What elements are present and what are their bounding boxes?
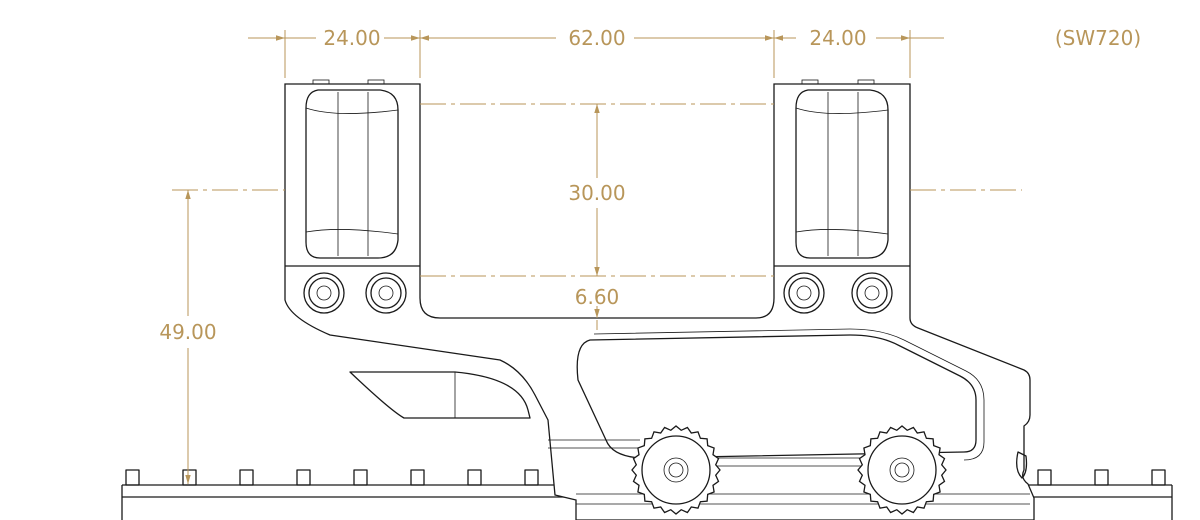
dim-label-center-height: 49.00 [159, 320, 216, 344]
dim-label-ring-spacing: 62.00 [568, 26, 625, 50]
knob-ring [668, 462, 684, 478]
dimension-base-gap: 6.60 [575, 285, 620, 330]
clamp-knob-left [631, 425, 721, 515]
dimension-ring-diameter: 30.00 [568, 104, 626, 276]
dim-label-ring-width-left: 24.00 [323, 26, 380, 50]
ring-window-left [305, 89, 399, 259]
knob-knurl [857, 425, 947, 515]
ring-screws [303, 272, 893, 314]
rail-tooth [410, 469, 425, 486]
model-label: (SW720) [1055, 26, 1141, 50]
knob-ring [889, 457, 915, 483]
clamp-knob-right [857, 425, 947, 515]
knob-ring [894, 462, 910, 478]
rail-tooth [125, 469, 140, 486]
dim-label-ring-width-right: 24.00 [809, 26, 866, 50]
knob-knurl [631, 425, 721, 515]
rail-tooth [182, 469, 197, 486]
rail-tooth [1094, 469, 1109, 486]
dimension-ring-spacing: 62.00 [420, 26, 774, 50]
dimension-ring-width-right: 24.00 [774, 26, 944, 50]
rail-tooth [353, 469, 368, 486]
dimension-ring-width-left: 24.00 [248, 26, 420, 50]
rail-tooth [296, 469, 311, 486]
rail-tooth [239, 469, 254, 486]
dimension-center-height: 49.00 [159, 190, 217, 484]
ring-window-right [795, 89, 889, 259]
rail-tooth [1151, 469, 1166, 486]
dim-label-ring-diameter: 30.00 [568, 181, 625, 205]
knob-ring [641, 435, 711, 505]
knob-ring [663, 457, 689, 483]
rail-tooth [524, 469, 539, 486]
dim-label-base-gap: 6.60 [575, 285, 620, 309]
rail-tooth [1037, 469, 1052, 486]
mount-body [284, 79, 1035, 520]
rail-teeth [125, 469, 1166, 486]
knob-ring [867, 435, 937, 505]
clamp-knobs [631, 425, 947, 515]
rail-tooth [467, 469, 482, 486]
